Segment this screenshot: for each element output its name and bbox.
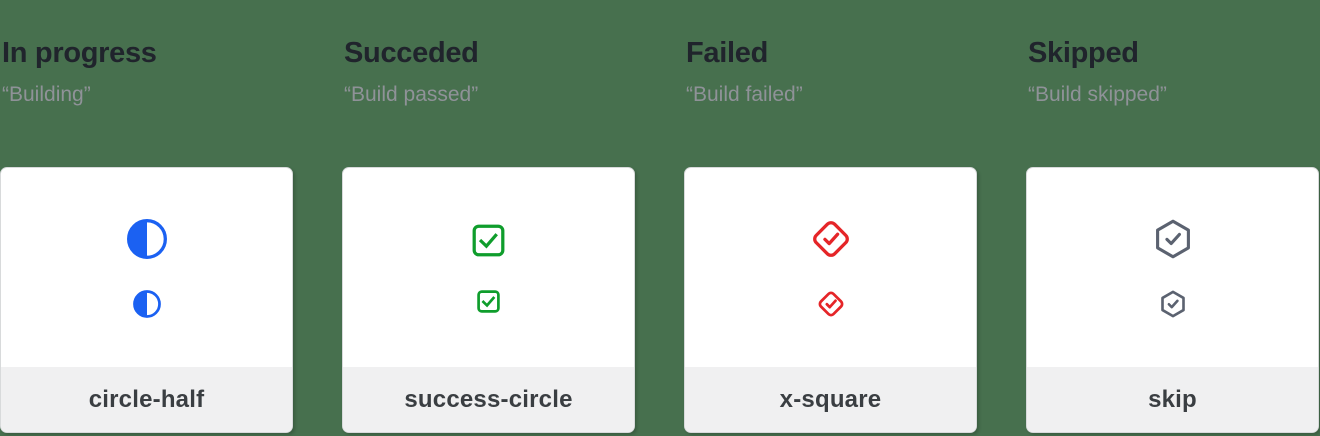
icon-preview-area [685, 168, 976, 367]
status-title: Skipped [1028, 37, 1139, 69]
icon-card: skip [1026, 167, 1319, 433]
status-column-succeded: Succeded “Build passed” success-circle [342, 0, 635, 433]
status-column-in-progress: In progress “Building” circle-half [0, 0, 293, 433]
icon-name-footer: x-square [685, 367, 976, 432]
status-column-failed: Failed “Build failed” x-square [684, 0, 977, 433]
circle-half-icon [132, 289, 161, 318]
check-diamond-icon [812, 220, 849, 257]
status-title: Succeded [344, 37, 479, 69]
icon-name-footer: circle-half [1, 367, 292, 432]
icon-name-footer: skip [1027, 367, 1318, 432]
status-subtitle: “Build passed” [344, 83, 479, 106]
icon-name-label: success-circle [404, 385, 573, 413]
icon-name-footer: success-circle [343, 367, 634, 432]
check-hexagon-icon [1160, 290, 1185, 317]
status-subtitle: “Build failed” [686, 83, 803, 106]
circle-half-icon [126, 218, 167, 259]
icon-name-label: x-square [779, 385, 882, 413]
icon-preview-area [1027, 168, 1318, 367]
icon-preview-area [343, 168, 634, 367]
check-square-icon [472, 224, 505, 256]
icon-card: circle-half [0, 167, 293, 433]
status-title: In progress [2, 37, 157, 69]
status-subtitle: “Building” [2, 83, 91, 106]
icon-preview-area [1, 168, 292, 367]
icon-card: x-square [684, 167, 977, 433]
icon-name-label: skip [1148, 385, 1197, 413]
status-subtitle: “Build skipped” [1028, 83, 1167, 106]
status-column-skipped: Skipped “Build skipped” skip [1026, 0, 1319, 433]
check-diamond-icon [818, 291, 843, 316]
status-title: Failed [686, 37, 768, 69]
icon-card: success-circle [342, 167, 635, 433]
icon-name-label: circle-half [88, 385, 205, 413]
check-square-icon [477, 289, 500, 313]
check-hexagon-icon [1155, 219, 1190, 258]
